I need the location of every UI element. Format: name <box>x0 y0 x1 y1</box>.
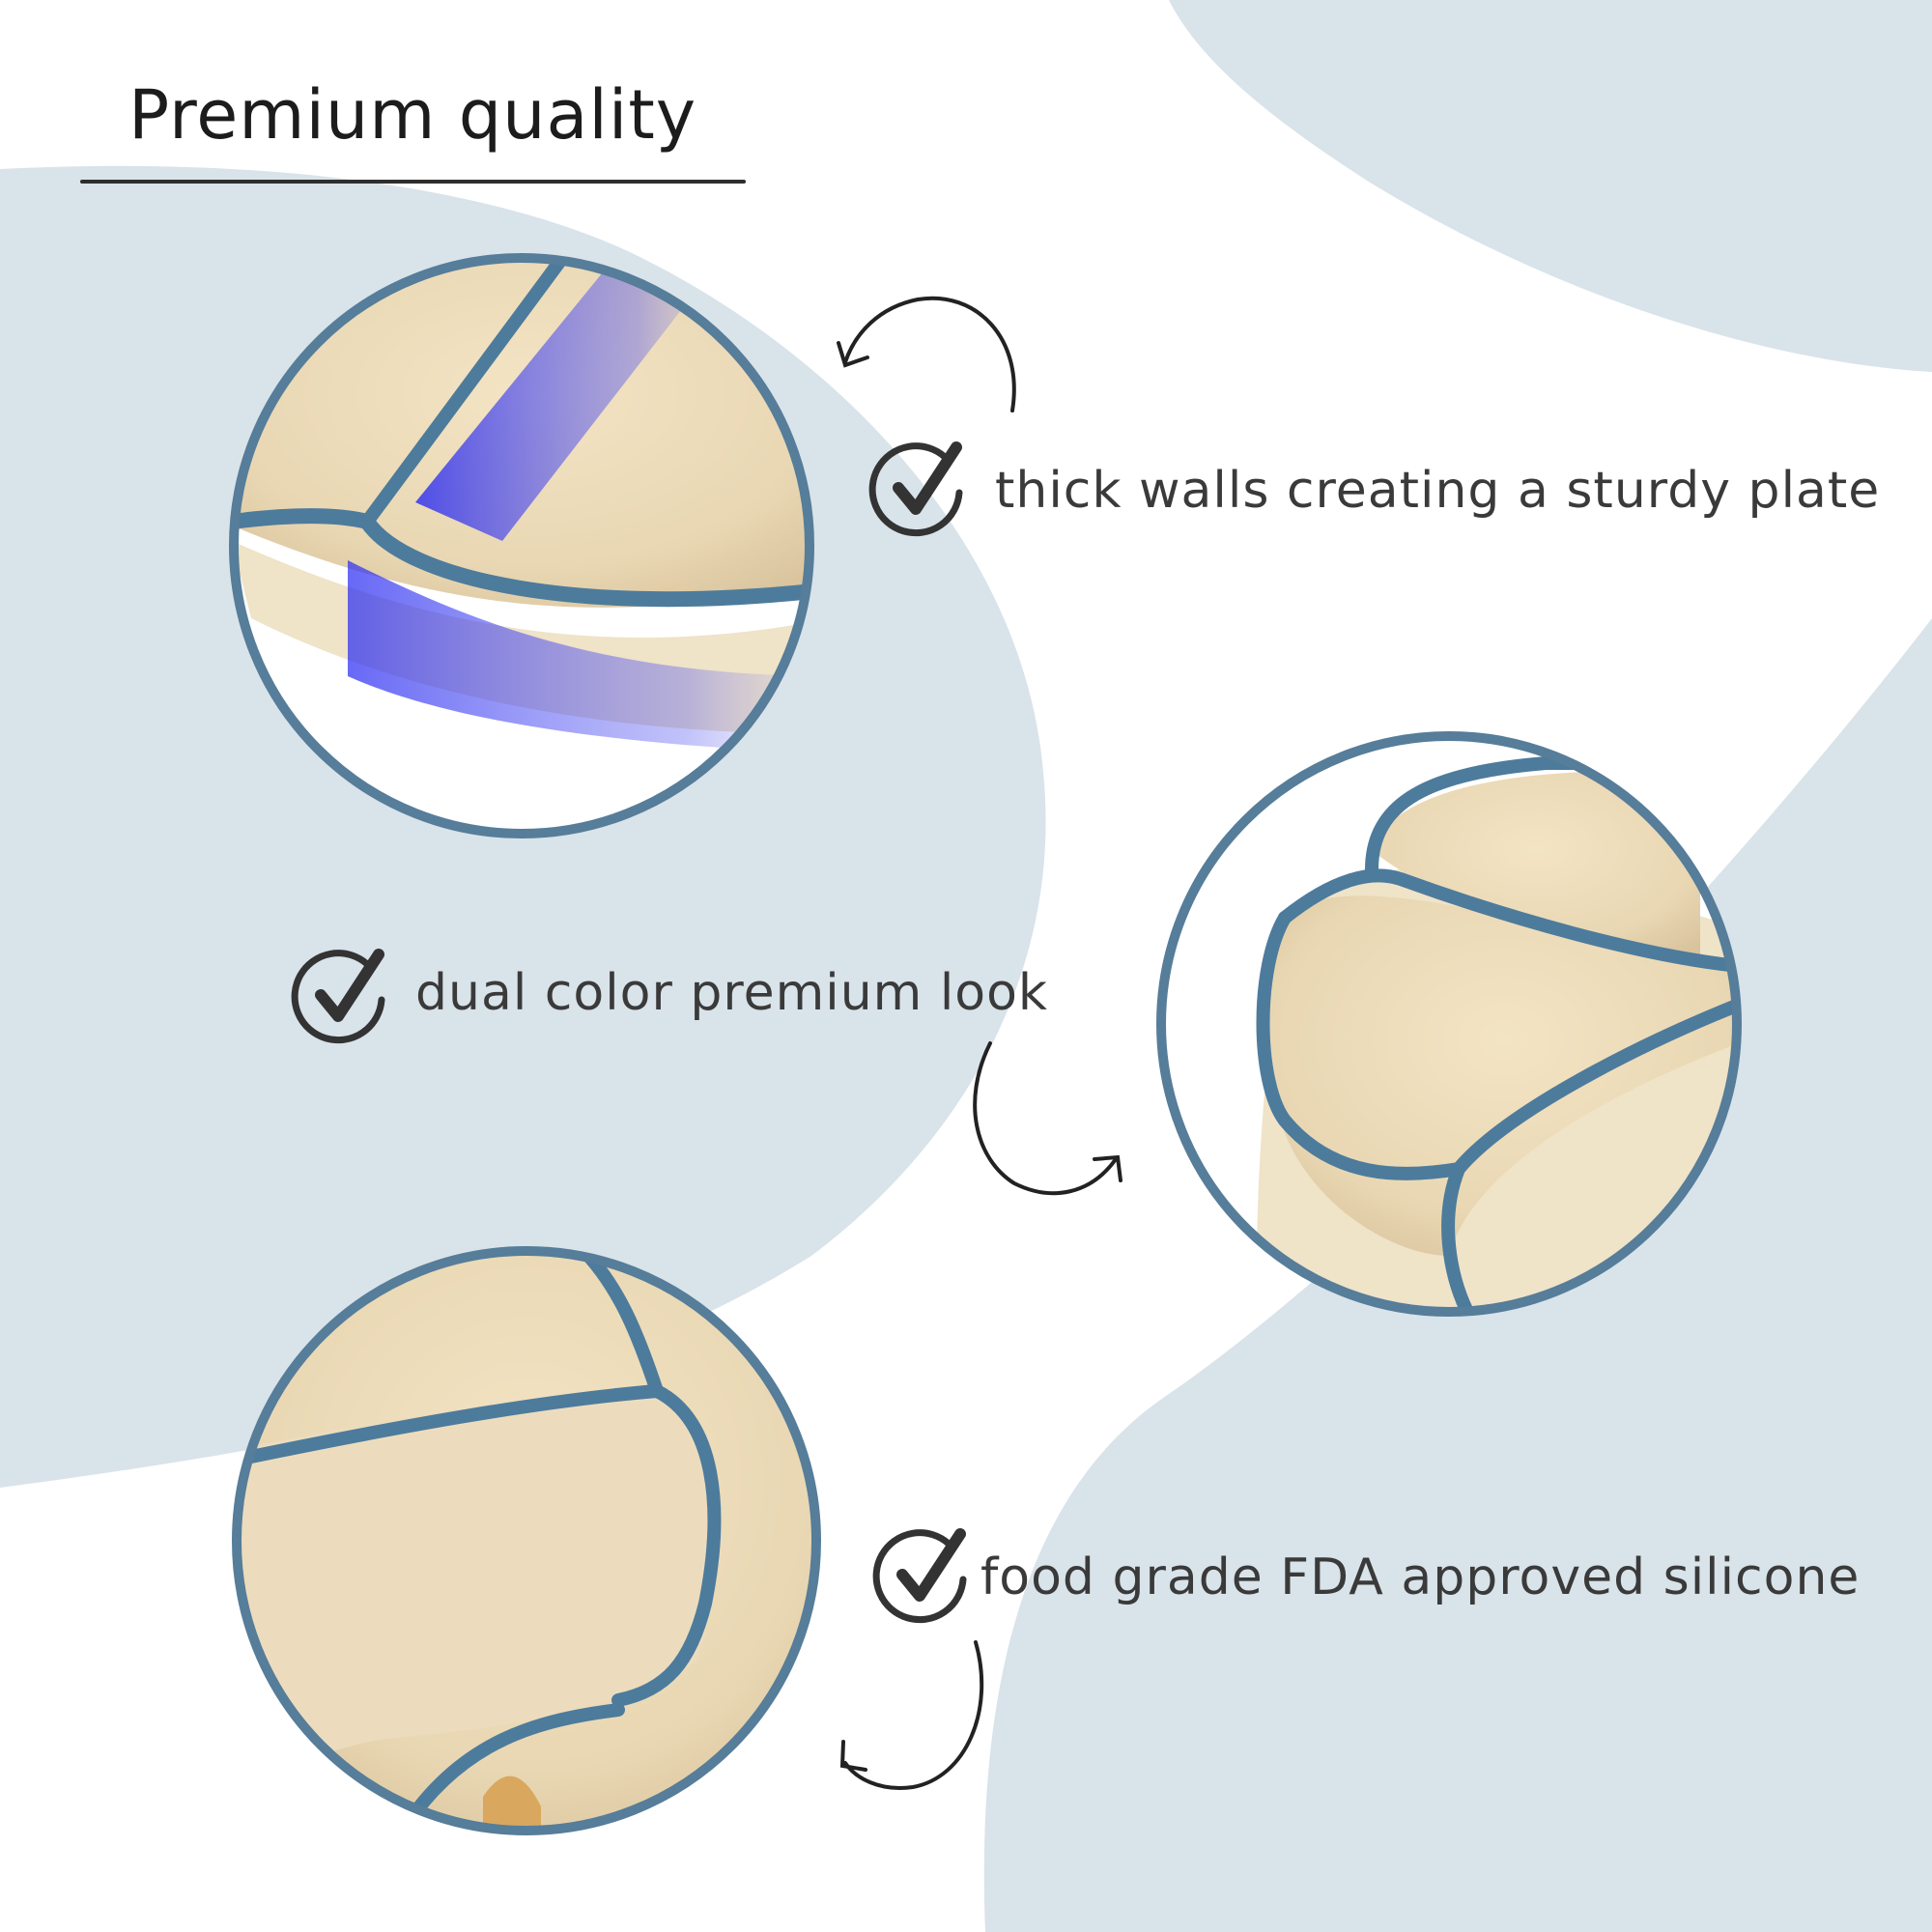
plate-closeup-3 <box>232 1246 821 1835</box>
check-circle-icon <box>872 1528 967 1624</box>
check-circle-icon <box>291 949 385 1044</box>
curved-arrow-2 <box>973 1041 1122 1196</box>
feature-text-thick-walls: thick walls creating a sturdy plate <box>995 462 1881 520</box>
plate-closeup-1 <box>229 253 814 838</box>
check-circle-icon <box>868 441 963 537</box>
feature-text-dual-color: dual color premium look <box>415 964 1049 1022</box>
background-blob-top-right <box>1169 0 1932 372</box>
curved-arrow-1 <box>837 296 1016 412</box>
feature-text-food-grade: food grade FDA approved silicone <box>980 1548 1861 1606</box>
background-blob-bottom-left <box>0 1484 315 1932</box>
page-title: Premium quality <box>128 75 697 155</box>
plate-closeup-2 <box>1156 731 1742 1317</box>
curved-arrow-3 <box>839 1640 984 1790</box>
